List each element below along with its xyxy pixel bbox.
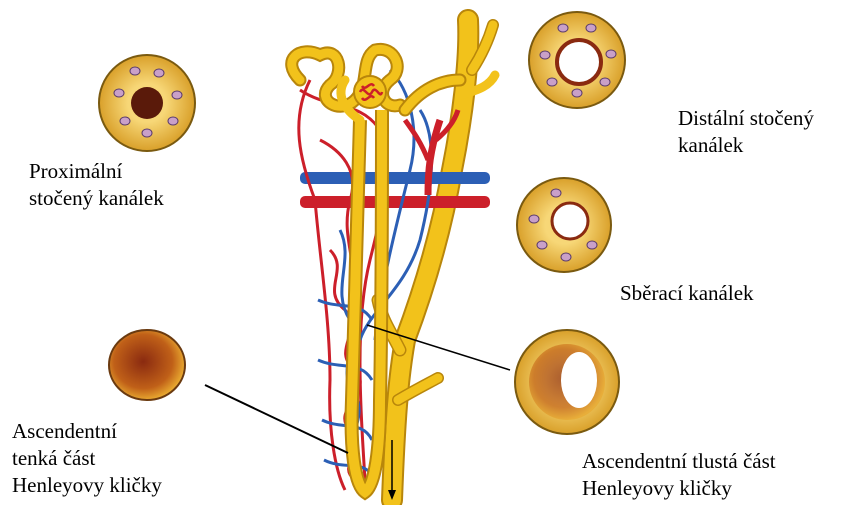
distal-tubule-cross-section xyxy=(529,12,625,108)
proximal-tubule-cross-section xyxy=(99,55,195,151)
label-thick-ascending: Ascendentní tlustá část Henleyovy kličky xyxy=(582,448,776,502)
label-thin-ascending: Ascendentní tenká část Henleyovy kličky xyxy=(12,418,162,499)
label-proximal: Proximální stočený kanálek xyxy=(29,158,164,212)
nephron-drawing xyxy=(292,20,495,500)
label-distal: Distální stočený kanálek xyxy=(678,105,814,159)
pointer-line-thick xyxy=(367,325,510,370)
collecting-duct-cross-section xyxy=(517,178,611,272)
label-collecting: Sběrací kanálek xyxy=(620,280,754,307)
pointer-line-thin xyxy=(205,385,348,453)
thin-limb-cross-section xyxy=(109,330,185,400)
thick-limb-cross-section xyxy=(515,330,619,434)
